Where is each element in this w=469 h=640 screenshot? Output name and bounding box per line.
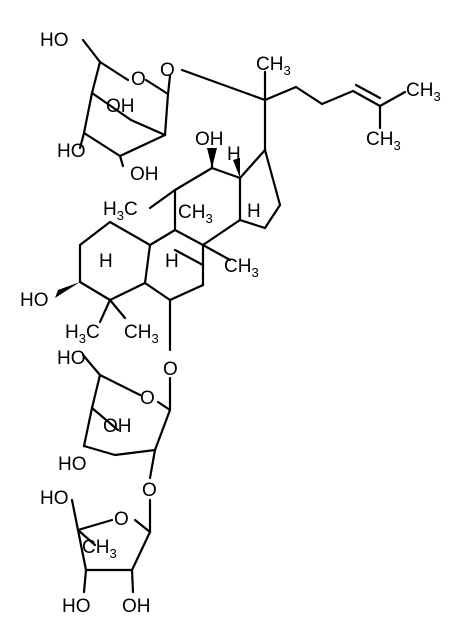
label-h3c-c28: H3C — [65, 322, 100, 346]
rhamnose-ring-bottom — [70, 498, 152, 594]
label-o-link3: O — [142, 480, 157, 501]
label-h-c9: H — [165, 251, 179, 272]
glucose-ring-middle — [81, 353, 172, 480]
ring-b — [143, 188, 232, 302]
ring-a — [78, 220, 152, 324]
label-oh-s1-bottom: OH — [130, 164, 159, 185]
glucose-ring-top — [78, 38, 172, 168]
label-oh-c12: OH — [195, 129, 224, 150]
label-o-link2: O — [163, 359, 178, 380]
label-h-c5: H — [99, 251, 113, 272]
label-h3c-c19: H3C — [103, 199, 138, 223]
label-ch3-s3: CH3 — [82, 537, 117, 561]
label-ch3-c30: CH3 — [224, 256, 259, 280]
side-chain — [263, 70, 407, 152]
label-o-ring3: O — [114, 509, 129, 530]
label-ho-s3-bottom: HO — [62, 596, 91, 617]
label-o-ring1: O — [131, 69, 146, 90]
label-o-ring2: O — [140, 388, 155, 409]
label-ch3-c20: CH3 — [256, 54, 291, 78]
atom-labels: HO O O CH3 CH3 CH3 OH HO OH OH H H3C CH3… — [20, 30, 441, 617]
label-oh-s3-bottom: OH — [122, 596, 151, 617]
label-oh-s1-ring: OH — [106, 96, 135, 117]
ring-d — [238, 148, 282, 230]
label-oh-s2-ring: OH — [103, 416, 132, 437]
label-ho-s2-left: HO — [58, 454, 87, 475]
label-ho-c3: HO — [20, 290, 49, 311]
glycosidic-link-top — [180, 68, 267, 102]
label-o-link1: O — [160, 60, 175, 81]
label-h-c17: H — [247, 201, 261, 222]
label-ho-sugar2: HO — [57, 348, 86, 369]
label-h-c13: H — [227, 144, 241, 165]
stereo-wedges — [55, 148, 240, 298]
label-ch3-c29: CH3 — [124, 322, 159, 346]
label-ho-s3-top: HO — [40, 488, 69, 509]
label-ch3-right: CH3 — [406, 80, 441, 104]
label-ho-s1-left: HO — [57, 141, 86, 162]
label-ch3-c18: CH3 — [178, 202, 213, 226]
label-ch3-bottom: CH3 — [366, 129, 401, 153]
label-ho-sugar1: HO — [40, 30, 69, 51]
